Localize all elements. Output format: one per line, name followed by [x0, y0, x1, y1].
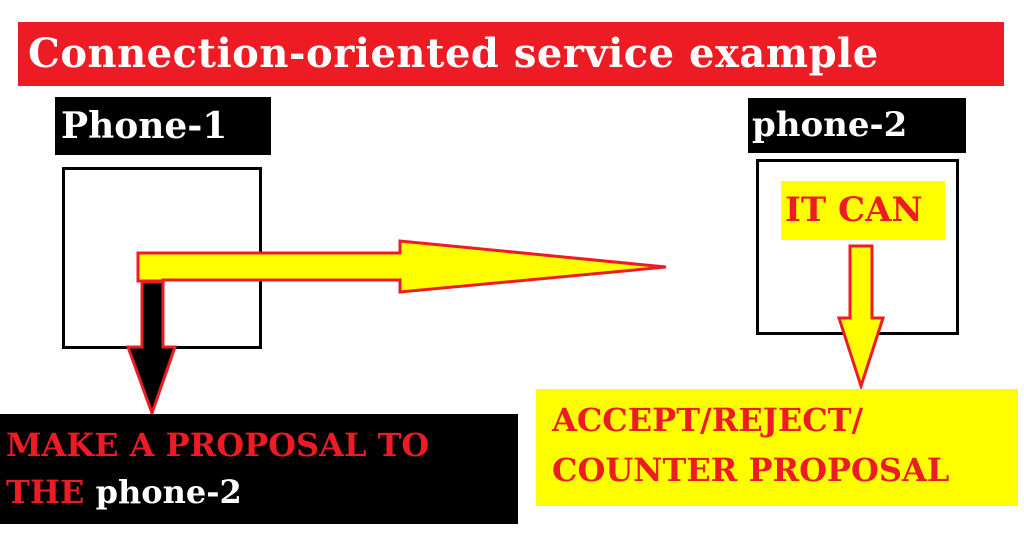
yellow-down-arrow-icon: [836, 244, 886, 391]
proposal-line1: MAKE A PROPOSAL TO: [6, 426, 430, 464]
proposal-line2: THE phone-2: [6, 469, 518, 516]
phone1-label: Phone-1: [55, 97, 271, 155]
response-box: ACCEPT/REJECT/ COUNTER PROPOSAL: [536, 389, 1018, 506]
phone2-label: phone-2: [748, 98, 966, 153]
yellow-right-arrow-icon: [136, 239, 667, 294]
black-down-arrow-icon: [125, 280, 178, 418]
proposal-line2-prefix: THE: [6, 473, 85, 511]
diagram-title: Connection-oriented service example: [18, 22, 1004, 86]
proposal-box: MAKE A PROPOSAL TO THE phone-2: [0, 414, 518, 524]
response-line2: COUNTER PROPOSAL: [552, 451, 950, 489]
response-line1: ACCEPT/REJECT/: [552, 401, 864, 439]
proposal-line2-target: phone-2: [95, 473, 242, 511]
it-can-label: IT CAN: [781, 181, 945, 240]
